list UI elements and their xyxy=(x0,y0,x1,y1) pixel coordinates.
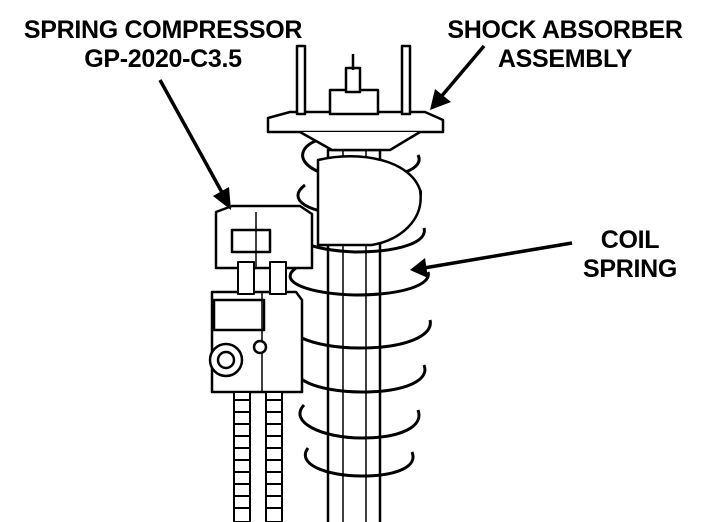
shock-absorber-label-line2: ASSEMBLY xyxy=(497,45,633,73)
spring-compressor-label: SPRING COMPRESSOR GP-2020-C3.5 xyxy=(4,16,322,74)
top-mount-plate xyxy=(266,54,445,152)
compressor-lower-body xyxy=(208,290,304,394)
coil-spring-label: COIL SPRING xyxy=(574,226,686,284)
arrow-spring-compressor xyxy=(158,79,231,210)
compressor-upper-clamp xyxy=(214,204,314,270)
coil-spring-label-line2: SPRING xyxy=(582,255,678,283)
shock-absorber-label: SHOCK ABSORBER ASSEMBLY xyxy=(430,16,700,74)
shock-absorber-label-line1: SHOCK ABSORBER xyxy=(447,16,683,44)
arrow-shock-absorber xyxy=(430,44,486,110)
mounting-studs xyxy=(295,44,412,116)
spring-compressor-label-line2: GP-2020-C3.5 xyxy=(84,45,242,73)
compressor-threaded-rods xyxy=(233,261,287,522)
spring-compressor-label-line1: SPRING COMPRESSOR xyxy=(23,16,303,44)
arrow-coil-spring xyxy=(410,241,573,278)
coil-spring-label-line1: COIL xyxy=(600,226,660,254)
upper-spring-seat xyxy=(316,155,422,247)
